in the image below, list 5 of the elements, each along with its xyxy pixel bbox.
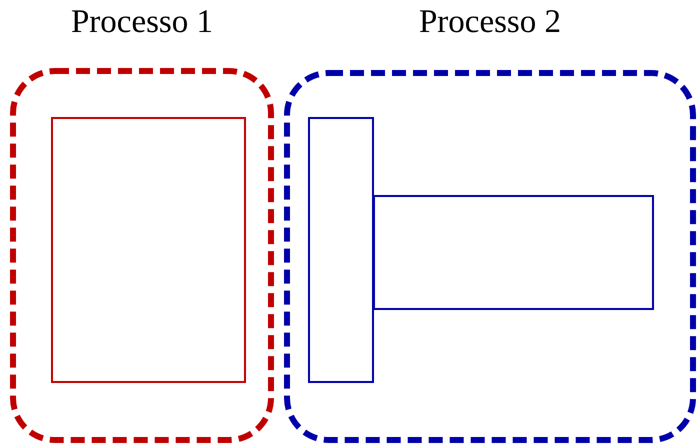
rectangle xyxy=(308,117,374,383)
group-title: Processo 2 xyxy=(418,3,562,42)
rectangle xyxy=(51,117,246,383)
rectangle xyxy=(373,195,654,310)
group-title: Processo 1 xyxy=(70,3,214,42)
